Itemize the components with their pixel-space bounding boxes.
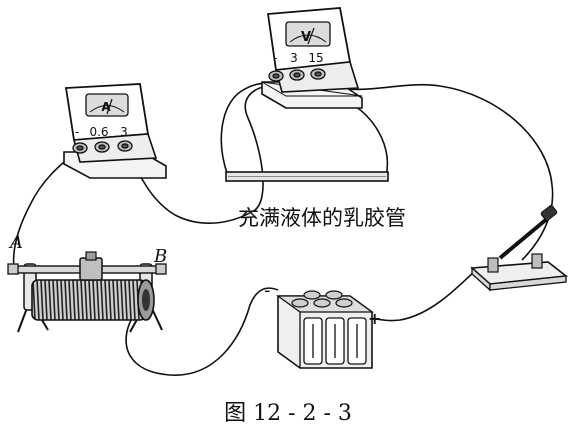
switch-blade — [498, 216, 550, 260]
voltmeter: V - 3 15 — [261, 7, 363, 109]
wire-switch-to-battery — [367, 267, 479, 322]
rheostat-end-b-label: B — [153, 246, 167, 267]
latex-tube — [225, 171, 389, 182]
battery-top-caps — [291, 290, 353, 308]
rheostat-slider — [79, 257, 103, 281]
battery-pack — [276, 290, 374, 369]
wires — [12, 82, 554, 376]
voltmeter-symbol: V — [301, 30, 311, 45]
figure-caption: 图 12 - 2 - 3 — [224, 401, 352, 426]
knife-switch — [470, 205, 569, 292]
tube-label: 充满液体的乳胶管 — [238, 206, 406, 230]
voltmeter-terminal-posts — [268, 68, 326, 82]
battery-positive-label: + — [368, 309, 381, 328]
battery-negative-label: - — [264, 280, 271, 301]
voltmeter-terminal-label: - — [273, 51, 277, 65]
wire-rheostat-to-battery — [125, 287, 279, 376]
voltmeter-dial — [285, 21, 331, 47]
ammeter: A - 0.6 3 — [63, 83, 167, 179]
voltmeter-terminal-label: 15 — [308, 51, 323, 65]
ammeter-symbol: A — [101, 100, 111, 114]
wire-ammeter-to-tube — [125, 84, 273, 224]
ammeter-terminal-label: 0.6 — [89, 125, 108, 139]
rheostat-end-a-label: A — [8, 232, 23, 253]
wire-ammeter-to-rheostat-a — [12, 149, 79, 269]
wire-tube-left — [220, 82, 273, 177]
ammeter-terminal-label: 3 — [120, 125, 128, 139]
rheostat — [7, 251, 167, 333]
battery-cells — [303, 317, 367, 365]
ammeter-terminal-posts — [72, 140, 133, 154]
ammeter-terminal-label: - — [75, 125, 79, 139]
rheostat-coil — [31, 279, 147, 321]
voltmeter-terminal-label: 3 — [290, 51, 298, 65]
